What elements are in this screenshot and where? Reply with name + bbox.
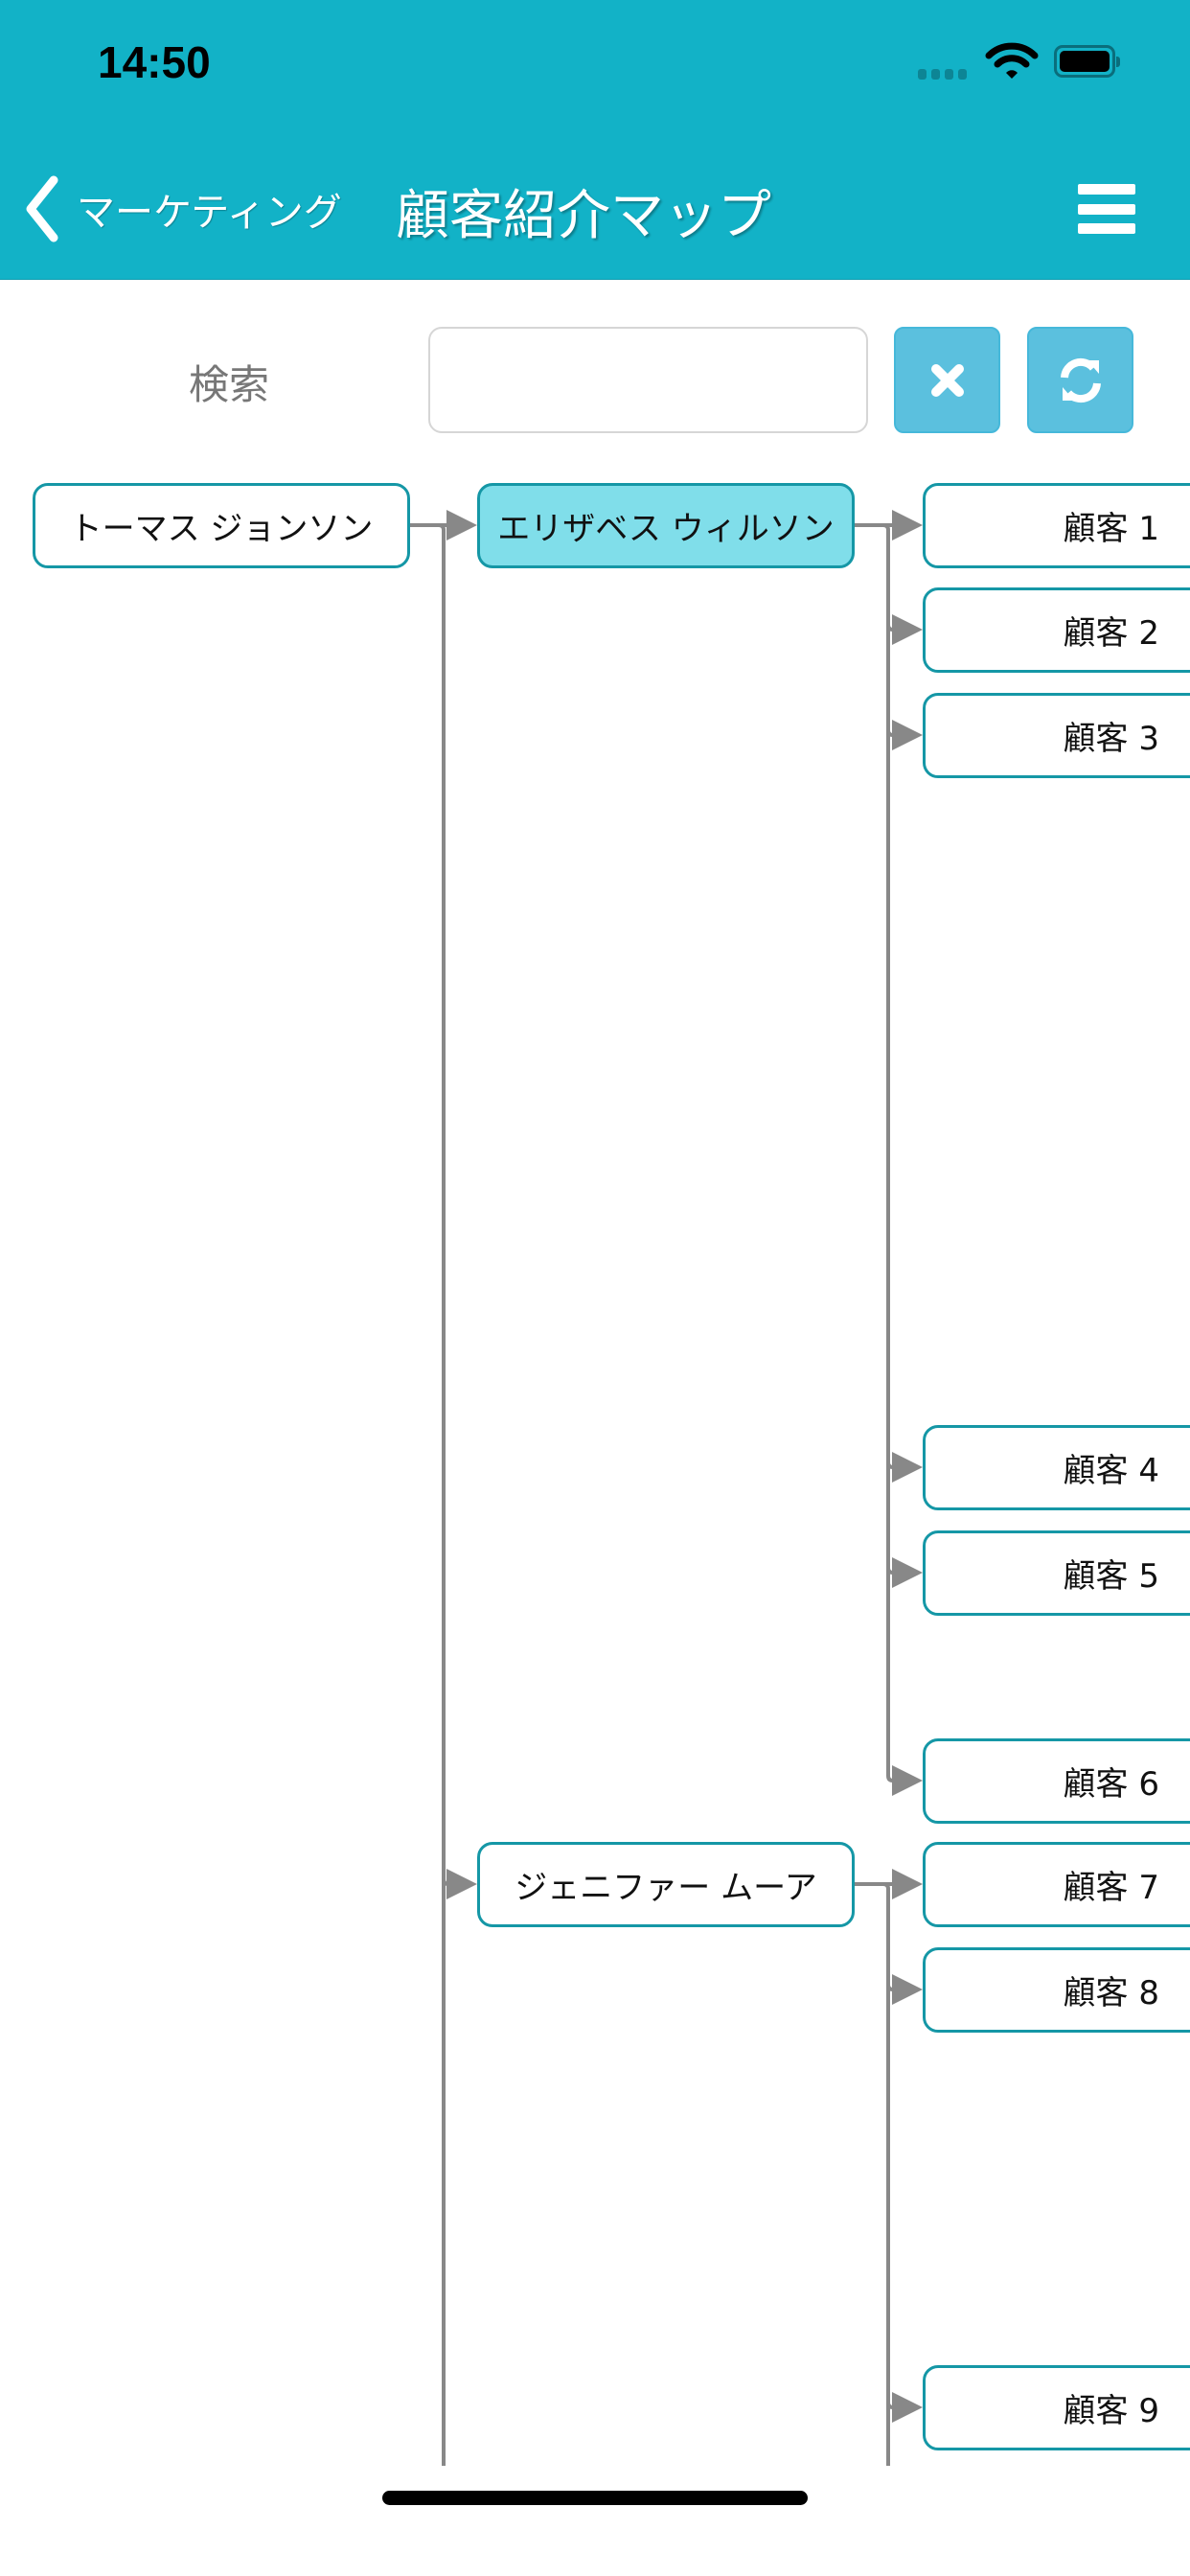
node-customer[interactable]: 顧客 5 [923, 1530, 1190, 1616]
node-customer[interactable]: 顧客 8 [923, 1947, 1190, 2033]
node-customer[interactable]: 顧客 4 [923, 1425, 1190, 1510]
arrow [886, 1974, 923, 2005]
node-customer[interactable]: 顧客 3 [923, 693, 1190, 778]
connector-elizabeth [855, 523, 923, 1796]
status-time: 14:50 [98, 37, 211, 87]
wifi-icon [985, 42, 1039, 79]
arrow [886, 720, 923, 750]
arrow [886, 1557, 923, 1588]
node-customer[interactable]: 顧客 6 [923, 1738, 1190, 1824]
back-button[interactable]: マーケティング [23, 174, 342, 243]
hamburger-menu-icon[interactable] [1078, 184, 1135, 234]
clear-search-button[interactable] [894, 327, 1000, 433]
arrow [886, 2392, 923, 2423]
node-customer[interactable]: 顧客 9 [923, 2365, 1190, 2450]
connector-jennifer [855, 1882, 890, 2466]
node-customer[interactable]: 顧客 2 [923, 587, 1190, 673]
search-input[interactable] [428, 327, 868, 433]
node-customer[interactable]: 顧客 1 [923, 483, 1190, 568]
navigation-header: 14:50 マーケティング 顧客紹介マップ [0, 0, 1190, 280]
arrow [886, 1452, 923, 1483]
connector-root-to-level2 [410, 523, 446, 2466]
node-level2[interactable]: ジェニファー ムーア [477, 1842, 855, 1927]
page-title: 顧客紹介マップ [396, 185, 771, 247]
search-label: 検索 [189, 361, 270, 408]
home-indicator[interactable] [382, 2491, 808, 2505]
node-customer[interactable]: 顧客 7 [923, 1842, 1190, 1927]
arrow [442, 1869, 477, 1899]
close-icon [930, 363, 964, 397]
node-level2-selected[interactable]: エリザベス ウィルソン [477, 483, 855, 568]
chevron-left-icon [26, 175, 58, 242]
refresh-button[interactable] [1027, 327, 1133, 433]
node-root[interactable]: トーマス ジョンソン [33, 483, 410, 568]
battery-icon [1054, 45, 1120, 78]
cellular-signal-icon [918, 69, 967, 80]
arrow [886, 614, 923, 645]
back-label: マーケティング [77, 191, 342, 235]
refresh-icon [1060, 357, 1101, 402]
